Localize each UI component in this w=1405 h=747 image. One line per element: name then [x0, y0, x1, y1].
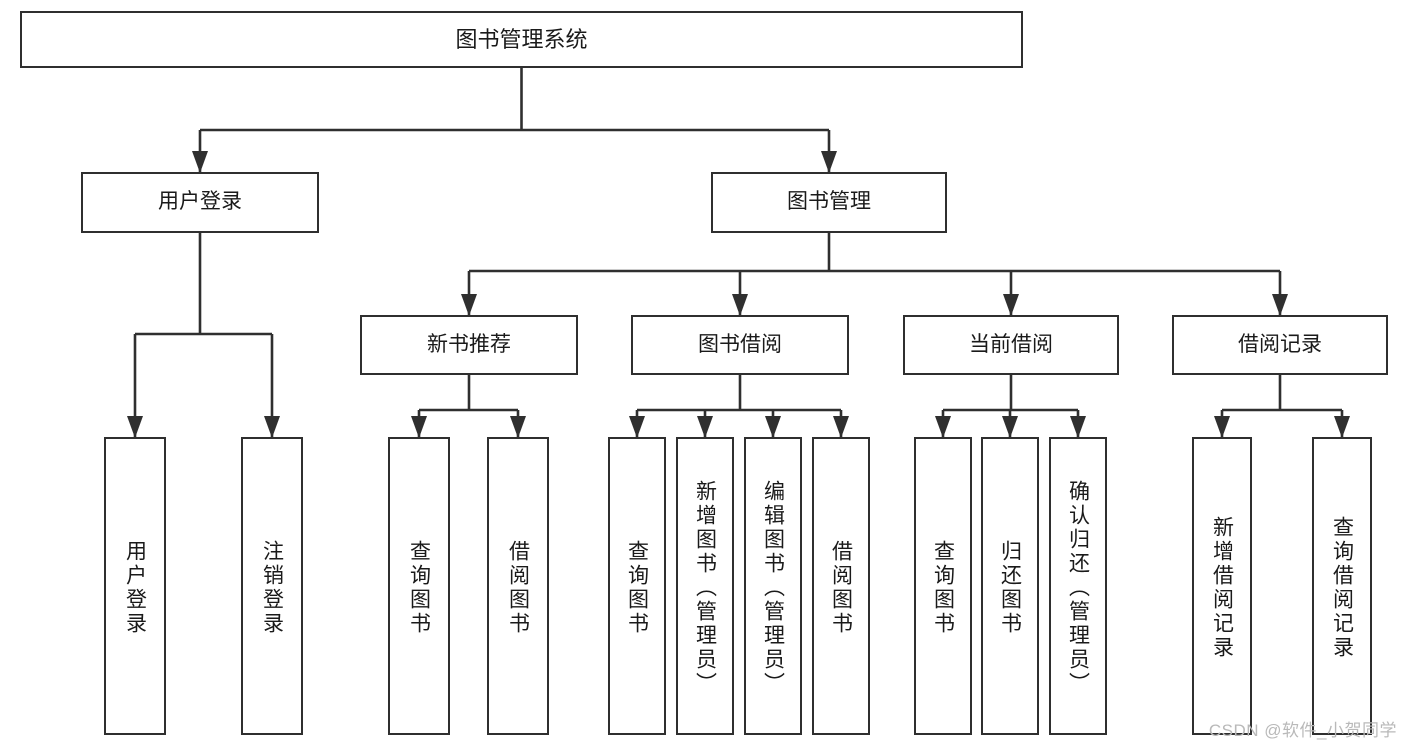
arrow-head-icon	[1272, 294, 1288, 316]
node-leaf-query-book-c[interactable]: 查询图书	[914, 437, 972, 735]
node-root[interactable]: 图书管理系统	[20, 11, 1023, 68]
node-leaf-query-book-b[interactable]: 查询图书	[608, 437, 666, 735]
arrow-head-icon	[264, 416, 280, 438]
node-leaf-return-book[interactable]: 归还图书	[981, 437, 1039, 735]
node-label-book-borrow: 图书借阅	[698, 332, 782, 356]
node-leaf-confirm-return[interactable]: 确认归还（管理员）	[1049, 437, 1107, 735]
arrow-head-icon	[833, 416, 849, 438]
node-label-current-borrow: 当前借阅	[969, 332, 1053, 356]
node-leaf-user-logout[interactable]: 注销登录	[241, 437, 303, 735]
node-label-leaf-add-book: 新增图书（管理员）	[693, 480, 717, 696]
arrow-head-icon	[1003, 294, 1019, 316]
arrow-head-icon	[765, 416, 781, 438]
arrow-head-icon	[732, 294, 748, 316]
node-label-leaf-borrow-book-b: 借阅图书	[829, 540, 853, 636]
node-label-leaf-confirm-return: 确认归还（管理员）	[1066, 480, 1090, 696]
arrow-head-icon	[510, 416, 526, 438]
node-current-borrow[interactable]: 当前借阅	[903, 315, 1119, 375]
node-label-user-login: 用户登录	[158, 190, 242, 214]
arrow-head-icon	[1070, 416, 1086, 438]
node-label-leaf-user-logout: 注销登录	[260, 540, 284, 636]
node-label-leaf-borrow-book-a: 借阅图书	[506, 540, 530, 636]
node-label-leaf-query-book-a: 查询图书	[407, 540, 431, 636]
arrow-head-icon	[1002, 416, 1018, 438]
node-leaf-edit-book[interactable]: 编辑图书（管理员）	[744, 437, 802, 735]
node-label-borrow-record: 借阅记录	[1238, 332, 1322, 356]
arrow-head-icon	[411, 416, 427, 438]
arrow-head-icon	[821, 151, 837, 173]
node-label-leaf-query-record: 查询借阅记录	[1330, 516, 1354, 660]
node-label-leaf-edit-book: 编辑图书（管理员）	[761, 480, 785, 696]
node-leaf-query-book-a[interactable]: 查询图书	[388, 437, 450, 735]
node-label-leaf-query-book-b: 查询图书	[625, 540, 649, 636]
arrow-head-icon	[1334, 416, 1350, 438]
arrow-head-icon	[1214, 416, 1230, 438]
node-label-root: 图书管理系统	[455, 26, 588, 52]
node-label-leaf-user-login: 用户登录	[123, 540, 147, 636]
arrow-head-icon	[127, 416, 143, 438]
arrow-head-icon	[629, 416, 645, 438]
arrow-head-icon	[192, 151, 208, 173]
node-leaf-user-login[interactable]: 用户登录	[104, 437, 166, 735]
node-leaf-add-record[interactable]: 新增借阅记录	[1192, 437, 1252, 735]
node-leaf-add-book[interactable]: 新增图书（管理员）	[676, 437, 734, 735]
arrow-head-icon	[697, 416, 713, 438]
node-user-login[interactable]: 用户登录	[81, 172, 319, 233]
node-label-leaf-return-book: 归还图书	[998, 540, 1022, 636]
node-leaf-borrow-book-a[interactable]: 借阅图书	[487, 437, 549, 735]
node-label-leaf-add-record: 新增借阅记录	[1210, 516, 1234, 660]
node-label-new-book-rec: 新书推荐	[427, 332, 511, 356]
watermark: CSDN @软件_小贺同学	[1208, 721, 1397, 740]
arrow-head-icon	[935, 416, 951, 438]
node-book-borrow[interactable]: 图书借阅	[631, 315, 849, 375]
node-label-book-manage: 图书管理	[787, 190, 871, 214]
node-book-manage[interactable]: 图书管理	[711, 172, 947, 233]
node-new-book-rec[interactable]: 新书推荐	[360, 315, 578, 375]
node-leaf-query-record[interactable]: 查询借阅记录	[1312, 437, 1372, 735]
node-borrow-record[interactable]: 借阅记录	[1172, 315, 1388, 375]
node-leaf-borrow-book-b[interactable]: 借阅图书	[812, 437, 870, 735]
arrow-head-icon	[461, 294, 477, 316]
node-label-leaf-query-book-c: 查询图书	[931, 540, 955, 636]
